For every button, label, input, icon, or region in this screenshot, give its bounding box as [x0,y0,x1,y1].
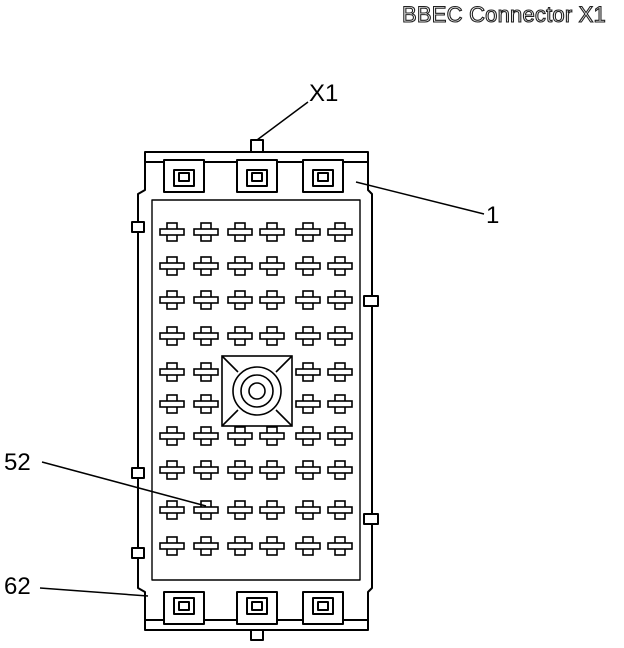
pin-cavity [227,290,253,310]
pin-cavity [327,326,353,346]
pin-cavity [159,222,185,242]
pin-cavity [327,536,353,556]
pin-cavity [327,362,353,382]
pin-cavity [295,426,321,446]
pin-cavity [259,460,285,480]
callout-label-62: 62 [4,573,31,600]
callout-label-52: 52 [4,449,31,476]
pin-cavity [295,460,321,480]
pin-cavity [193,394,219,414]
bottom-key-tab [250,629,264,641]
pin-cavity [259,256,285,276]
latch-top-center [236,159,278,193]
pin-cavity [227,326,253,346]
pin-cavity [159,426,185,446]
pin-cavity [159,362,185,382]
latch-top-left [163,159,205,193]
side-clip-right-0 [363,295,379,307]
pin-cavity [159,394,185,414]
pin-cavity [227,256,253,276]
pin-cavity [193,326,219,346]
pin-cavity [295,222,321,242]
pin-cavity [159,536,185,556]
leader-pin-1 [355,181,485,215]
pin-cavity [295,290,321,310]
pin-cavity [327,426,353,446]
center-post [221,355,293,427]
pin-cavity [295,326,321,346]
pin-cavity [193,500,219,520]
pin-cavity [193,362,219,382]
pin-cavity [193,290,219,310]
leader-x1 [256,101,309,141]
pin-cavity [227,500,253,520]
leader-pin-52 [41,461,207,507]
pin-cavity [259,326,285,346]
pin-cavity [327,394,353,414]
side-clip-left-1 [131,467,145,479]
side-clip-right-1 [363,513,379,525]
pin-cavity [159,290,185,310]
latch-bottom-center [236,591,278,625]
pin-cavity [159,326,185,346]
pin-cavity [327,222,353,242]
leader-pin-62 [39,587,149,597]
pin-cavity [193,256,219,276]
pin-cavity [327,500,353,520]
pin-cavity [259,426,285,446]
pin-cavity [193,536,219,556]
pin-cavity [327,290,353,310]
side-clip-left-0 [131,221,145,233]
pin-cavity [193,460,219,480]
pin-cavity [259,500,285,520]
pin-cavity [193,222,219,242]
pin-cavity [159,256,185,276]
pin-cavity [227,460,253,480]
pin-cavity [295,256,321,276]
pin-cavity [193,426,219,446]
diagram-title: BBEC Connector X1 [401,1,606,27]
side-clip-left-2 [131,547,145,559]
pin-cavity [327,256,353,276]
latch-bottom-right [302,591,344,625]
pin-cavity [259,222,285,242]
pin-cavity [327,460,353,480]
pin-cavity [259,536,285,556]
pin-cavity [159,460,185,480]
pin-cavity [227,426,253,446]
pin-cavity [295,536,321,556]
pin-cavity [259,290,285,310]
top-key-tab [250,139,264,153]
pin-cavity [295,500,321,520]
connector-id-label: X1 [309,80,338,107]
latch-top-right [302,159,344,193]
pin-cavity [159,500,185,520]
latch-bottom-left [163,591,205,625]
callout-label-1: 1 [486,202,499,229]
pin-cavity [295,394,321,414]
pin-cavity [295,362,321,382]
pin-cavity [227,536,253,556]
pin-cavity [227,222,253,242]
